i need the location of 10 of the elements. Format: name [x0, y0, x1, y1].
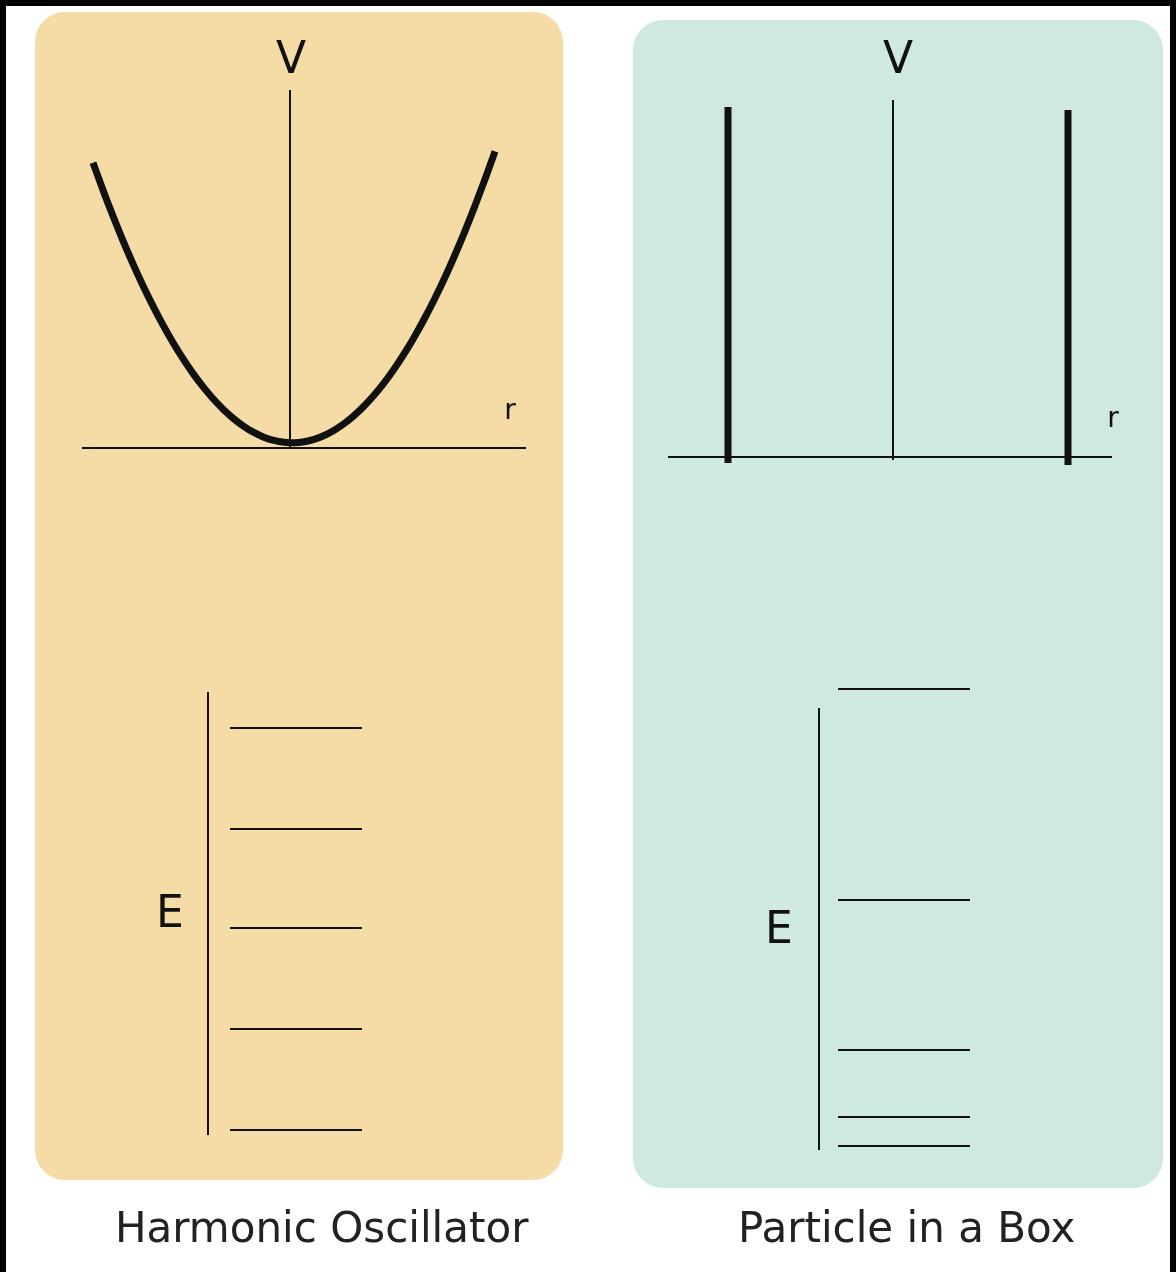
panel-background [35, 12, 563, 1180]
axis-label: r [1107, 404, 1119, 432]
panel-background [633, 20, 1163, 1188]
axis-label: V [882, 36, 914, 80]
panel-label: Particle in a Box [738, 1205, 1076, 1252]
axis-label: E [765, 906, 793, 950]
axis-label: r [504, 396, 516, 424]
panel-label: Harmonic Oscillator [115, 1205, 529, 1252]
axis-label: E [156, 890, 184, 934]
axis-label: V [275, 36, 307, 80]
